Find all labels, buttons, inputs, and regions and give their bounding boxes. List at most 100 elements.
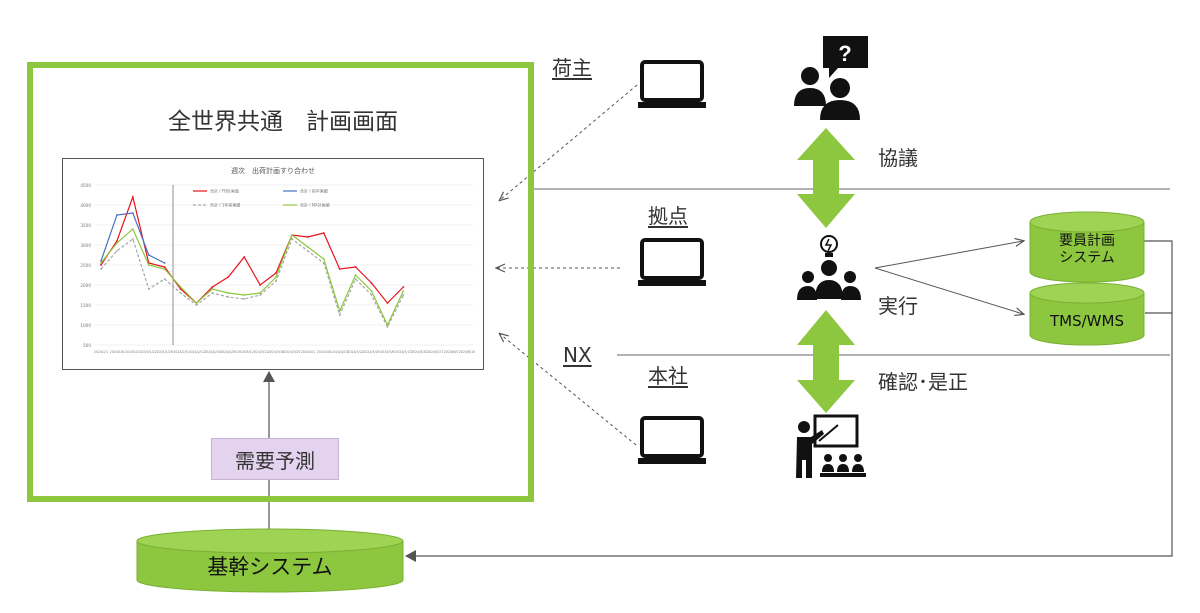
series-point bbox=[179, 286, 182, 288]
series-line-3 bbox=[100, 228, 404, 327]
series-point bbox=[131, 238, 134, 240]
y-tick-label: 2500 bbox=[80, 263, 91, 268]
series-line-0 bbox=[100, 194, 404, 304]
series-point bbox=[211, 292, 214, 294]
laptop-icon bbox=[638, 238, 706, 286]
series-point bbox=[259, 292, 262, 294]
svg-text:?: ? bbox=[838, 41, 851, 66]
series-point bbox=[306, 250, 309, 252]
series-point bbox=[338, 268, 341, 270]
consult-label: 協議 bbox=[878, 146, 918, 170]
series-point bbox=[259, 284, 262, 286]
series-point bbox=[116, 250, 118, 252]
staffing-system-cylinder bbox=[1029, 211, 1145, 283]
series-point bbox=[100, 260, 102, 262]
series-point bbox=[211, 288, 214, 290]
dashed-arrow-hq bbox=[500, 334, 637, 446]
series-point bbox=[195, 304, 198, 306]
series-point bbox=[147, 254, 150, 256]
x-tick-label: 2024/1/29 bbox=[156, 350, 172, 354]
legend-label: 合計 / 前年実績 bbox=[300, 188, 328, 194]
series-point bbox=[275, 272, 277, 274]
x-tick-label: 2024/2/12 bbox=[188, 350, 204, 354]
execute-label: 実行 bbox=[878, 294, 918, 318]
x-tick-label: 2024/4/1 bbox=[301, 350, 315, 354]
series-point bbox=[354, 278, 357, 280]
hq-label: 本社 bbox=[648, 364, 688, 388]
series-point bbox=[386, 302, 389, 304]
question-group-icon: ? bbox=[794, 36, 868, 120]
y-tick-label: 1500 bbox=[80, 303, 91, 308]
series-point bbox=[100, 262, 102, 264]
series-point bbox=[131, 228, 134, 230]
series-point bbox=[338, 314, 341, 316]
series-point bbox=[131, 212, 134, 214]
series-point bbox=[116, 242, 118, 244]
plan-screen-title: 全世界共通 計画画面 bbox=[168, 109, 398, 135]
y-tick-label: 500 bbox=[83, 343, 91, 348]
x-tick-label: 2024/1/1 bbox=[94, 350, 108, 354]
series-point bbox=[163, 268, 166, 270]
series-line-1 bbox=[100, 212, 165, 264]
series-point bbox=[243, 298, 246, 300]
y-tick-label: 4000 bbox=[80, 203, 91, 208]
series-point bbox=[100, 268, 102, 270]
chart-title: 週次 出荷計画すり合わせ bbox=[231, 166, 315, 175]
series-point bbox=[386, 326, 389, 328]
nx-label: NX bbox=[563, 343, 592, 367]
series-point bbox=[163, 278, 166, 280]
x-tick-label: 2024/1/15 bbox=[125, 350, 141, 354]
series-point bbox=[227, 296, 230, 298]
x-tick-label: 2024/4/22 bbox=[347, 350, 363, 354]
series-point bbox=[338, 310, 341, 312]
y-tick-label: 3000 bbox=[80, 243, 91, 248]
series-point bbox=[243, 294, 246, 296]
laptop-icon bbox=[638, 416, 706, 464]
series-point bbox=[163, 266, 166, 268]
series-point bbox=[243, 256, 246, 258]
series-point bbox=[195, 302, 198, 304]
x-tick-label: 2024/3/4 bbox=[237, 350, 251, 354]
series-point bbox=[275, 280, 277, 282]
core-system-cylinder bbox=[136, 528, 404, 593]
x-tick-label: 2024/3/18 bbox=[268, 350, 284, 354]
series-point bbox=[370, 290, 373, 292]
legend-label: 合計 / 1年前実績 bbox=[210, 202, 240, 208]
series-point bbox=[275, 276, 277, 278]
series-point bbox=[211, 286, 214, 288]
series-point bbox=[402, 286, 405, 288]
series-point bbox=[322, 258, 325, 260]
series-point bbox=[291, 234, 293, 236]
tms-wms-cylinder bbox=[1029, 282, 1145, 346]
x-tick-label: 2024/3/25 bbox=[284, 350, 300, 354]
series-point bbox=[163, 262, 166, 264]
series-point bbox=[370, 294, 373, 296]
series-point bbox=[179, 288, 182, 290]
x-tick-label: 2024/2/26 bbox=[220, 350, 236, 354]
plan-screen-frame bbox=[27, 62, 534, 502]
series-point bbox=[306, 246, 309, 248]
series-point bbox=[370, 282, 373, 284]
teacher-icon bbox=[796, 414, 866, 478]
staffing-system-label: 要員計画 システム bbox=[1059, 233, 1115, 266]
series-point bbox=[227, 292, 230, 294]
core-system-label: 基幹システム bbox=[207, 555, 333, 579]
series-line-2 bbox=[100, 238, 404, 329]
consult-double-arrow bbox=[797, 128, 855, 228]
x-tick-label: 2024/1/22 bbox=[141, 350, 157, 354]
x-tick-label: 2024/1/8 bbox=[110, 350, 124, 354]
series-point bbox=[131, 196, 134, 198]
legend-label: 合計 / FB計画値 bbox=[210, 188, 239, 194]
shipper-label: 荷主 bbox=[552, 56, 592, 80]
series-point bbox=[116, 240, 118, 242]
y-tick-label: 3500 bbox=[80, 223, 91, 228]
legend-label: 合計 / NX計画値 bbox=[300, 202, 330, 208]
series-point bbox=[322, 262, 325, 264]
x-tick-label: 2024/5/13 bbox=[395, 350, 411, 354]
series-point bbox=[291, 238, 293, 240]
system-return-line bbox=[405, 240, 1173, 562]
y-tick-label: 4500 bbox=[80, 183, 91, 188]
series-point bbox=[179, 292, 182, 294]
